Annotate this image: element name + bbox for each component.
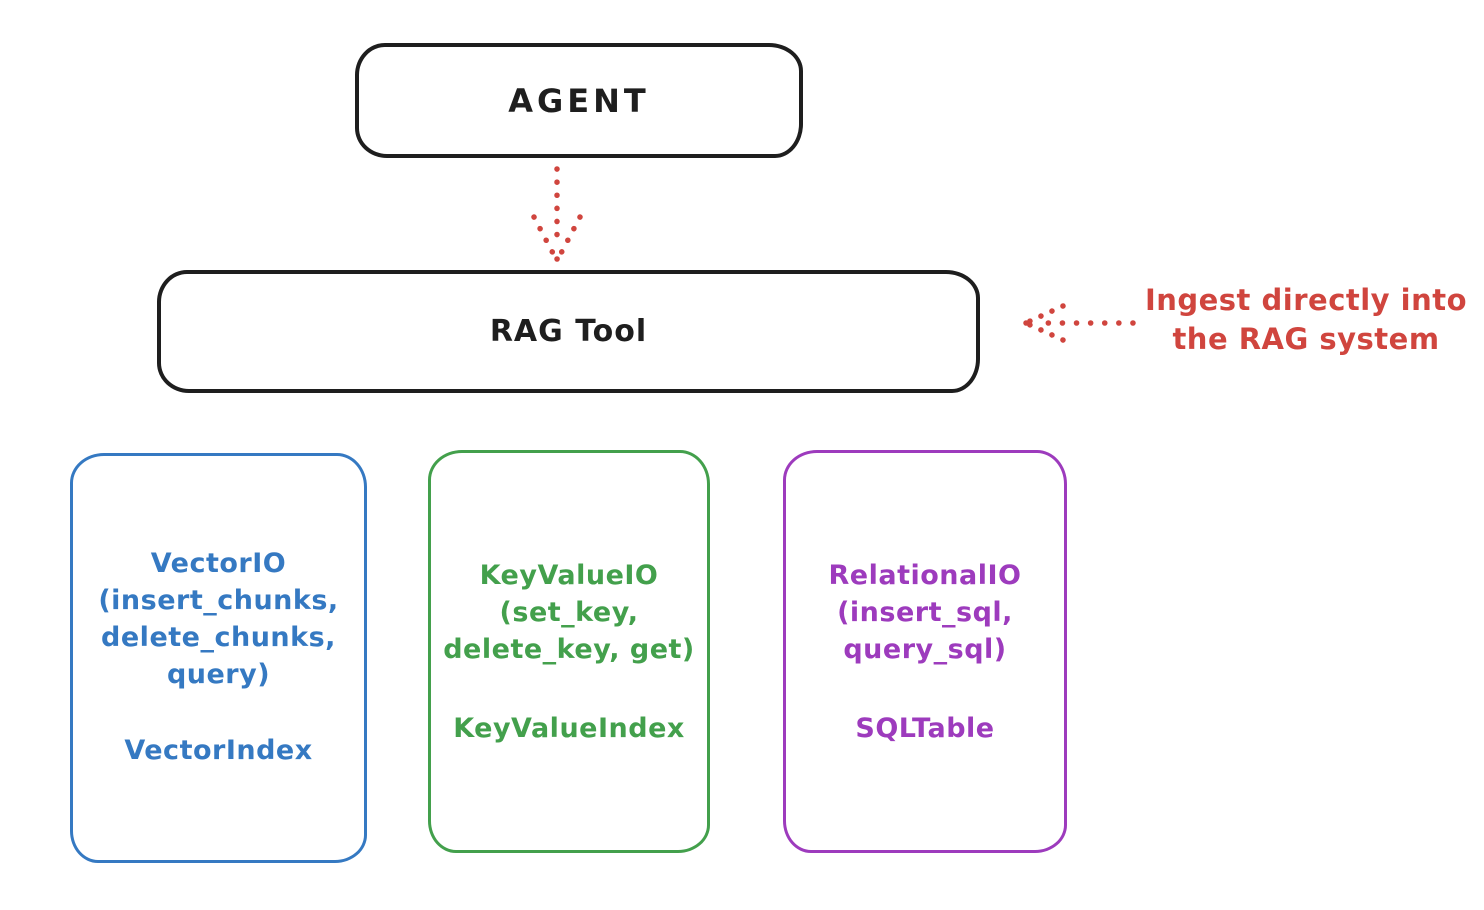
rag-tool-box: RAG Tool — [157, 270, 980, 393]
rag-tool-label: RAG Tool — [489, 314, 648, 349]
key-value-index-label: KeyValueIndex — [453, 713, 685, 744]
agent-to-rag-arrow — [531, 166, 583, 262]
box-text-line: (insert_sql, — [837, 597, 1013, 628]
ingest-annotation-line-1: Ingest directly into — [1144, 283, 1468, 317]
vector-io-text: VectorIO (insert_chunks, delete_chunks, … — [73, 456, 364, 769]
ingest-arrow — [1023, 303, 1136, 343]
box-text-line: VectorIO — [150, 548, 287, 579]
relational-io-text: RelationalIO (insert_sql, query_sql) SQL… — [786, 453, 1064, 747]
box-text-line: RelationalIO — [828, 560, 1022, 591]
box-text-line: (insert_chunks, — [98, 585, 339, 616]
box-text-line: delete_chunks, — [101, 622, 336, 653]
ingest-annotation: Ingest directly into the RAG system — [1138, 281, 1474, 359]
key-value-io-text: KeyValueIO (set_key, delete_key, get) Ke… — [431, 453, 707, 747]
vector-index-label: VectorIndex — [124, 735, 313, 766]
sql-table-label: SQLTable — [855, 713, 995, 744]
key-value-io-box: KeyValueIO (set_key, delete_key, get) Ke… — [428, 450, 710, 853]
box-text-line: query_sql) — [843, 634, 1007, 665]
box-text-line: KeyValueIO — [479, 560, 659, 591]
ingest-annotation-line-2: the RAG system — [1172, 322, 1440, 356]
vector-io-box: VectorIO (insert_chunks, delete_chunks, … — [70, 453, 367, 863]
agent-label: AGENT — [508, 81, 650, 120]
box-text-line: delete_key, get) — [443, 634, 695, 665]
box-text-line: (set_key, — [499, 597, 639, 628]
agent-box: AGENT — [355, 43, 803, 158]
box-text-line: query) — [166, 659, 271, 690]
relational-io-box: RelationalIO (insert_sql, query_sql) SQL… — [783, 450, 1067, 853]
